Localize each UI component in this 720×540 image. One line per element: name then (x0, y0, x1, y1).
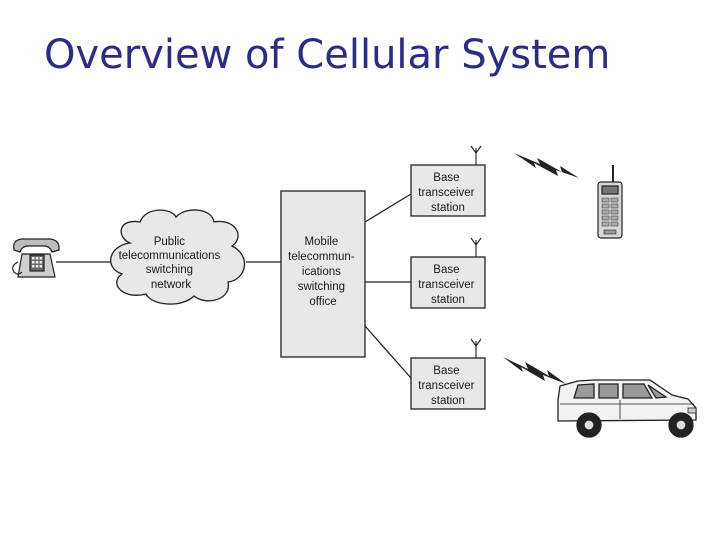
base-station-label-line: Base (433, 172, 459, 184)
base-station-label: Base transceiver station (418, 365, 477, 407)
base-station-label-line: station (431, 395, 465, 407)
base-station-label-line: station (431, 294, 465, 306)
base-station-label: Base transceiver station (418, 172, 477, 214)
base-station-label-line: station (431, 202, 465, 214)
switching-office-label-line: ications (302, 266, 341, 278)
public-telecommunications-cloud: Public telecommunications switching netw… (110, 209, 246, 305)
mobile-switching-office: Mobile telecommun- ications switching of… (280, 190, 366, 358)
slide-title: Overview of Cellular System (44, 32, 611, 78)
cloud-label-line: telecommunications (119, 250, 221, 262)
office-to-station-1-line (364, 193, 412, 223)
cloud-label: Public telecommunications switching netw… (119, 236, 224, 291)
base-station-label-line: Base (433, 365, 459, 377)
antenna-icon (470, 237, 482, 257)
car-icon (557, 379, 697, 438)
switching-office-label-line: Mobile (304, 236, 338, 248)
base-station-3: Base transceiver station (410, 338, 486, 410)
cloud-label-line: Public (154, 236, 186, 248)
cell-phone-icon (597, 165, 623, 239)
cloud-label-line: network (151, 279, 192, 291)
base-station-1: Base transceiver station (410, 145, 486, 217)
switching-office-label-line: telecommun- (288, 251, 355, 263)
switching-office-label-line: office (309, 296, 336, 308)
base-station-label-line: Base (433, 264, 459, 276)
base-station-label-line: transceiver (418, 279, 474, 291)
office-to-station-3-line (364, 325, 412, 379)
switching-office-label-line: switching (298, 281, 345, 293)
base-station-label-line: transceiver (418, 380, 474, 392)
lightning-bolt-icon (503, 357, 566, 384)
base-station-label-line: transceiver (418, 187, 474, 199)
antenna-icon (470, 145, 482, 165)
base-station-label: Base transceiver station (418, 264, 477, 306)
base-station-2: Base transceiver station (410, 237, 486, 309)
cloud-label-line: switching (146, 264, 193, 276)
antenna-icon (470, 338, 482, 358)
telephone-icon (12, 238, 60, 278)
connection-lines (56, 193, 412, 379)
switching-office-label: Mobile telecommun- ications switching of… (288, 236, 358, 308)
lightning-bolt-icon (514, 153, 579, 178)
